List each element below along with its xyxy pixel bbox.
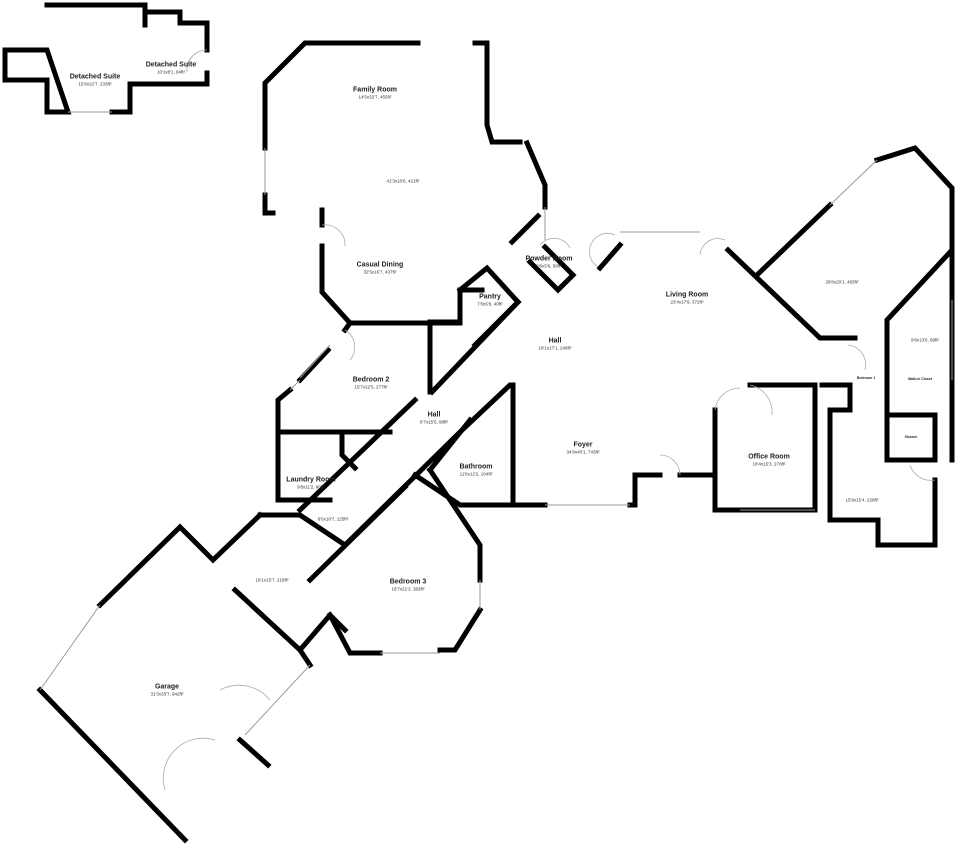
room-label: 6'6x18'7, 125ft²: [318, 516, 349, 521]
wall: [306, 466, 484, 656]
room-label: Shower: [905, 435, 918, 439]
room-size: 14'5x32'7, 455ft²: [358, 94, 392, 100]
door-swing: [162, 684, 271, 791]
room-size: 10'1x8'1, 84ft²: [156, 69, 185, 75]
room-label: 41'3x10'6, 421ft²: [387, 178, 420, 183]
room-size: 34'9x40'1, 743ft²: [566, 449, 600, 455]
window: [380, 580, 481, 654]
door-swing: [539, 233, 616, 269]
room-name: Casual Dining: [356, 261, 404, 269]
room-size: 18'1x15'7, 218ft²: [255, 577, 289, 583]
room-label: 9'8x13'6, 89ft²: [911, 337, 939, 342]
room-name: Office Room: [748, 453, 790, 461]
room-size: 15'9x15'4, 228ft²: [845, 497, 879, 503]
room-size: 28'8x20'1, 483ft²: [825, 279, 859, 285]
room-size: 9'8x11'2, 90ft²: [297, 484, 325, 490]
wall: [427, 212, 577, 395]
room-size: 15'6x22'7, 233ft²: [78, 81, 112, 87]
room-name: Bedroom 3: [389, 578, 427, 586]
window: [264, 148, 546, 240]
room-size: 11'6x12'2, 104ft²: [459, 471, 493, 477]
wall: [262, 40, 548, 326]
room-label: Bedroom 1: [857, 376, 875, 380]
room-label: 28'8x20'1, 483ft²: [826, 279, 859, 284]
room-name: Hall: [427, 411, 441, 419]
room-size: 41'3x10'6, 421ft²: [386, 178, 420, 184]
room-name: Laundry Room: [286, 476, 336, 484]
room-size: 18'7x21'3, 383ft²: [391, 586, 425, 592]
room-label: 18'1x15'7, 218ft²: [256, 577, 289, 582]
room-size: 23'4x17'9, 372ft²: [670, 299, 704, 305]
room-size: 6'6x18'7, 125ft²: [317, 516, 349, 522]
wall: [296, 298, 522, 549]
wall: [2, 2, 210, 115]
room-size: 18'4x15'3, 270ft²: [752, 461, 786, 467]
door-swing: [344, 329, 356, 361]
room-size: 6'7x15'5, 98ft²: [420, 419, 448, 425]
room-name: Living Room: [665, 291, 709, 299]
door-swing: [699, 238, 936, 481]
room-name: Bathroom: [459, 463, 493, 471]
room-name: Walk-in Closet: [908, 376, 932, 381]
wall: [36, 511, 349, 844]
window: [39, 604, 311, 736]
window: [289, 344, 331, 391]
room-name: Hall: [548, 337, 562, 345]
room-name: Bedroom 2: [352, 376, 390, 384]
room-size: 9'8x13'6, 89ft²: [911, 337, 939, 343]
room-size: 31'3x33'7, 942ft²: [150, 691, 184, 697]
room-name: Foyer: [573, 441, 593, 449]
wall: [411, 416, 718, 508]
door-swing: [714, 384, 773, 416]
room-label: 15'9x15'4, 228ft²: [846, 497, 879, 502]
wall: [275, 319, 393, 503]
room-label: Walk-in Closet: [908, 377, 932, 381]
room-name: Garage: [154, 683, 180, 691]
door-swing: [321, 224, 346, 247]
room-size: 32'5x16'7, 437ft²: [363, 269, 397, 275]
window: [620, 159, 953, 380]
room-size: 18'1x17'1, 249ft²: [538, 345, 572, 351]
room-name: Bedroom 1: [856, 375, 876, 380]
room-name: Family Room: [353, 86, 397, 94]
room-size: 7'0x5'8, 40ft²: [477, 301, 503, 307]
room-name: Shower: [904, 434, 918, 439]
room-name: Detached Suite: [69, 73, 121, 81]
room-name: Detached Suite: [145, 61, 197, 69]
door-swing: [659, 454, 681, 476]
room-size: 9'6x5'6, 58ft²: [536, 263, 562, 269]
wall: [596, 145, 955, 463]
room-name: Pantry: [479, 293, 501, 301]
door-swing: [186, 49, 208, 73]
room-name: Powder Room: [525, 255, 573, 263]
room-size: 15'7x22'5, 277ft²: [354, 384, 388, 390]
